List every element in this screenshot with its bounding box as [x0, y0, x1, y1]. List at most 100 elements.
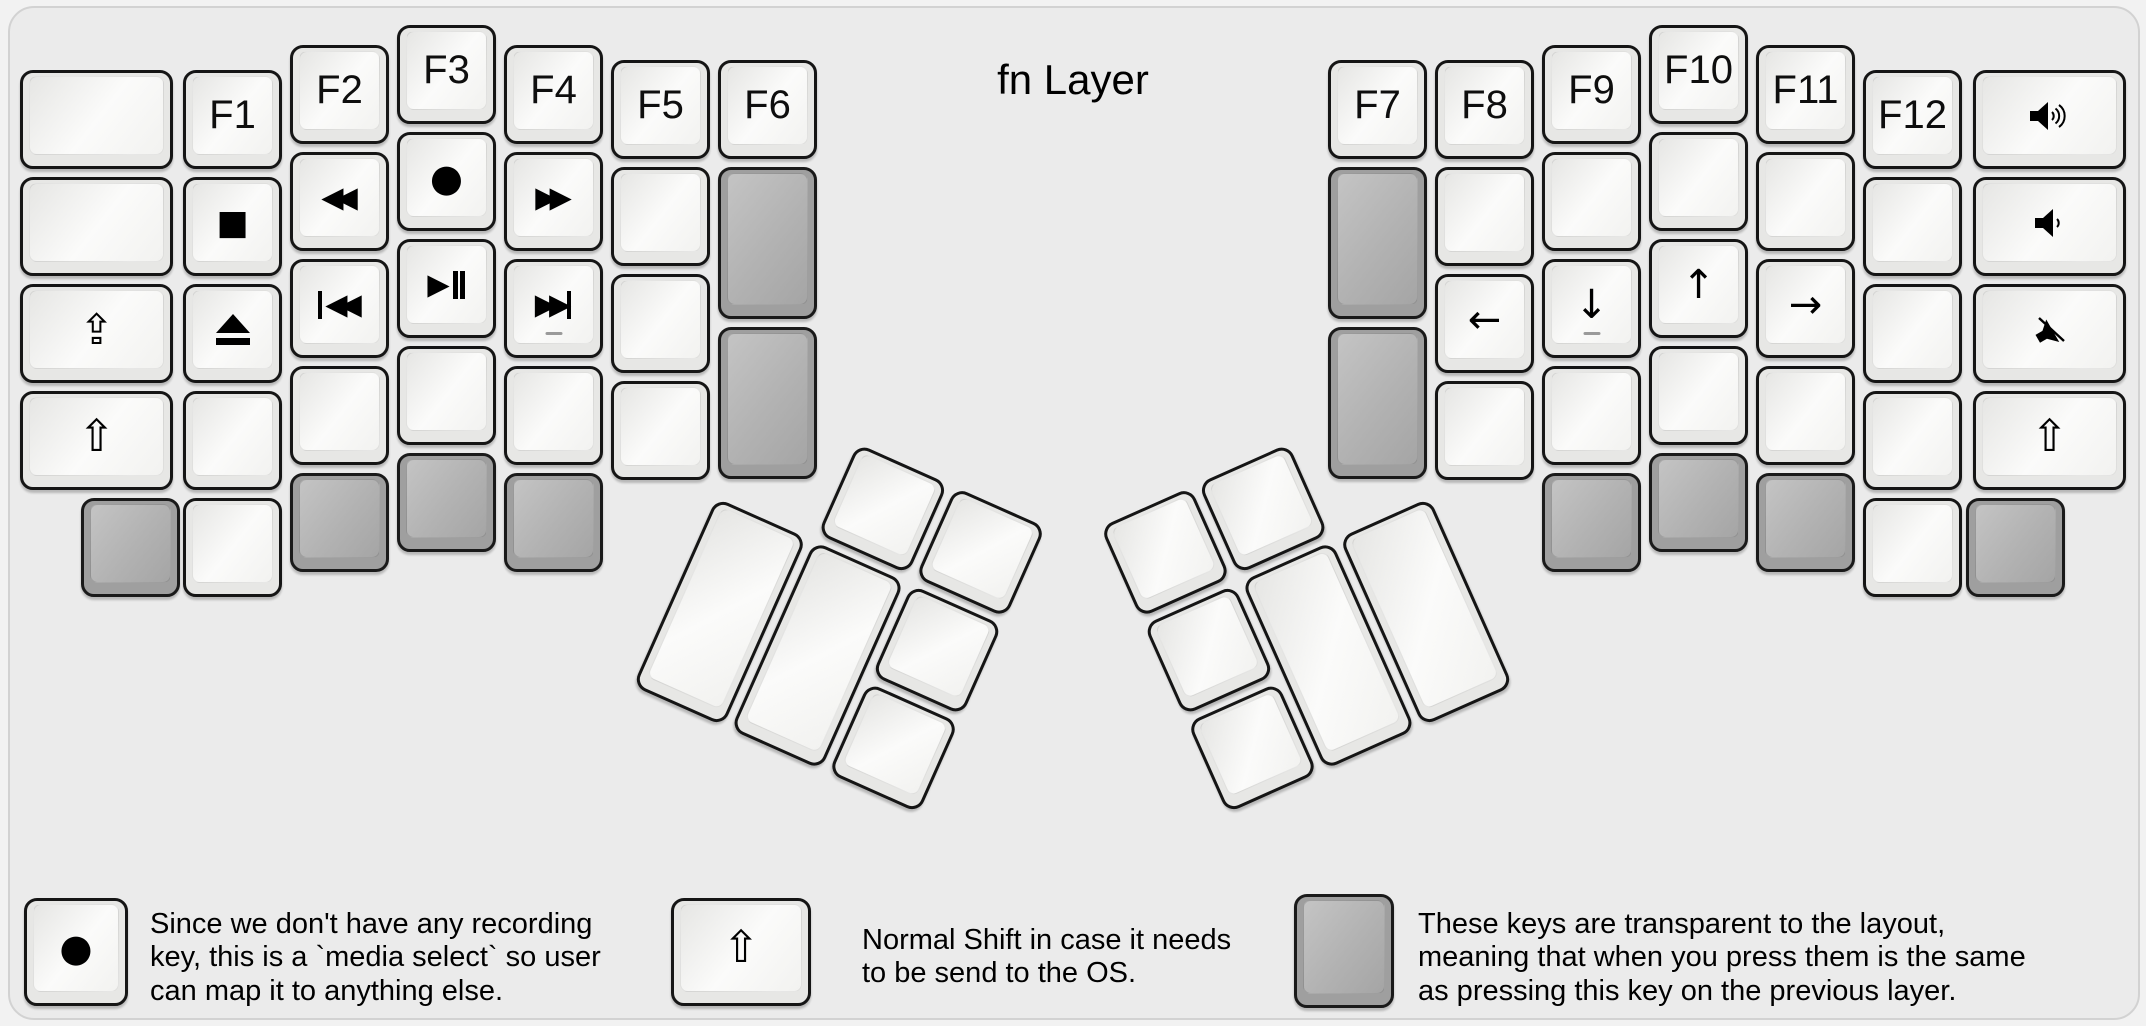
key-f1: F1 [183, 70, 282, 169]
mute-icon [2035, 316, 2065, 343]
key-f5: F5 [611, 60, 710, 159]
key-blank-l-top1-cap [29, 76, 164, 155]
next-track-icon: ▶▶ [535, 290, 573, 319]
key-blank-f11col-2 [1756, 366, 1855, 465]
key-thumb-left-side2-cap [842, 691, 949, 797]
key-blank-f2col [290, 366, 389, 465]
key-transparent-l-bottom4-cap [513, 479, 594, 558]
key-play-pause-cap: ▶ [406, 245, 487, 324]
key-transparent-l-bottom1-cap [90, 504, 171, 583]
key-fast-forward: ▶▶ [504, 152, 603, 251]
key-transparent-r-inner1 [1328, 167, 1427, 319]
key-eject [183, 284, 282, 383]
key-mute [1973, 284, 2126, 383]
key-arrow-right-icon: → [1788, 281, 1823, 328]
key-stop-icon: ■ [216, 202, 249, 243]
key-shift-left-icon: ⇧ [78, 410, 115, 462]
volume-down-icon [2034, 208, 2060, 237]
key-blank-f5col-2 [611, 274, 710, 373]
key-blank-f12col-2 [1863, 284, 1962, 383]
key-shift-lock-icon: ⇪ [78, 304, 115, 354]
key-transparent-r-inner2-cap [1337, 333, 1418, 465]
homing-mark [545, 332, 562, 335]
key-blank-f8col [1435, 167, 1534, 266]
key-arrow-up-icon: ↑ [1681, 261, 1716, 308]
key-volume-down-cap [1982, 183, 2117, 262]
key-blank-f9col [1542, 152, 1641, 251]
key-f11: F11 [1756, 45, 1855, 144]
key-transparent-l-bottom2-cap [299, 479, 380, 558]
key-f11-cap: F11 [1765, 51, 1846, 130]
key-blank-f5col-2-cap [620, 280, 701, 359]
key-transparent-r-bottom4 [1966, 498, 2065, 597]
key-arrow-left-cap: ← [1444, 280, 1525, 359]
key-f12: F12 [1863, 70, 1962, 169]
legend-key-shift-icon: ⇧ [722, 922, 760, 973]
key-f9: F9 [1542, 45, 1641, 144]
key-label: F8 [1461, 83, 1508, 127]
key-volume-up [1973, 70, 2126, 169]
key-blank-f11col [1756, 152, 1855, 251]
legend-text-shift: Normal Shift in case it needs to be send… [862, 924, 1232, 990]
key-f12-cap: F12 [1872, 76, 1953, 155]
key-label: F2 [316, 68, 363, 112]
key-blank-f12col-3-cap [1872, 397, 1953, 476]
key-blank-f8col-cap [1444, 173, 1525, 252]
key-transparent-r-bottom3 [1756, 473, 1855, 572]
key-next-track-cap: ▶▶ [513, 265, 594, 344]
key-label: F10 [1664, 48, 1733, 92]
key-transparent-l-inner2-cap [727, 333, 808, 465]
key-blank-f5col-3-cap [620, 387, 701, 466]
key-transparent-l-bottom2 [290, 473, 389, 572]
play-pause-icon: ▶ [427, 270, 465, 299]
key-blank-f10col-2 [1649, 346, 1748, 445]
key-record: ● [397, 132, 496, 231]
key-blank-r-bottom [1863, 498, 1962, 597]
key-blank-f2col-cap [299, 372, 380, 451]
key-blank-f1col-cap [192, 397, 273, 476]
key-transparent-r-bottom1-cap [1551, 479, 1632, 558]
key-blank-f9col-2-cap [1551, 372, 1632, 451]
key-blank-f10col-cap [1658, 138, 1739, 217]
key-rewind-icon: ◀◀ [321, 180, 358, 214]
key-blank-f8col-2 [1435, 381, 1534, 480]
key-blank-f1col [183, 391, 282, 490]
volume-up-icon [2029, 101, 2066, 130]
key-arrow-up: ↑ [1649, 239, 1748, 338]
legend-key-record-icon: ● [59, 926, 93, 970]
key-blank-f5col-1 [611, 167, 710, 266]
key-f8: F8 [1435, 60, 1534, 159]
key-shift-left-cap: ⇧ [29, 397, 164, 476]
key-f6: F6 [718, 60, 817, 159]
key-thumb-right-side1-cap [1154, 593, 1261, 700]
previous-track-icon: ◀◀ [317, 290, 362, 319]
key-stop-cap: ■ [192, 183, 273, 262]
key-label: F9 [1568, 68, 1615, 112]
key-prev-track-cap: ◀◀ [299, 265, 380, 344]
key-arrow-right-cap: → [1765, 265, 1846, 344]
key-blank-f10col [1649, 132, 1748, 231]
legend-key-record-cap: ● [33, 904, 119, 992]
key-transparent-r-inner1-cap [1337, 173, 1418, 305]
key-shift-lock: ⇪ [20, 284, 173, 383]
key-volume-down [1973, 177, 2126, 276]
key-record-icon: ● [429, 155, 464, 200]
key-arrow-down: ↓ [1542, 259, 1641, 358]
key-thumb-right-top2-cap [1208, 452, 1315, 558]
key-blank-l-top1 [20, 70, 173, 169]
key-next-track: ▶▶ [504, 259, 603, 358]
key-transparent-l-inner2 [718, 327, 817, 479]
key-thumb-right-top1-cap [1110, 496, 1217, 602]
key-blank-f3col [397, 346, 496, 445]
key-blank-f11col-2-cap [1765, 372, 1846, 451]
key-blank-f3col-cap [406, 352, 487, 431]
key-rewind-cap: ◀◀ [299, 158, 380, 237]
key-label: F11 [1772, 68, 1839, 112]
key-transparent-l-bottom4 [504, 473, 603, 572]
key-shift-right-icon: ⇧ [2031, 410, 2068, 462]
key-blank-r-bottom-cap [1872, 504, 1953, 583]
key-transparent-l-bottom3-cap [406, 459, 487, 538]
key-blank-f12col-1-cap [1872, 183, 1953, 262]
key-thumb-left-side1-cap [885, 593, 992, 700]
key-fast-forward-cap: ▶▶ [513, 158, 594, 237]
